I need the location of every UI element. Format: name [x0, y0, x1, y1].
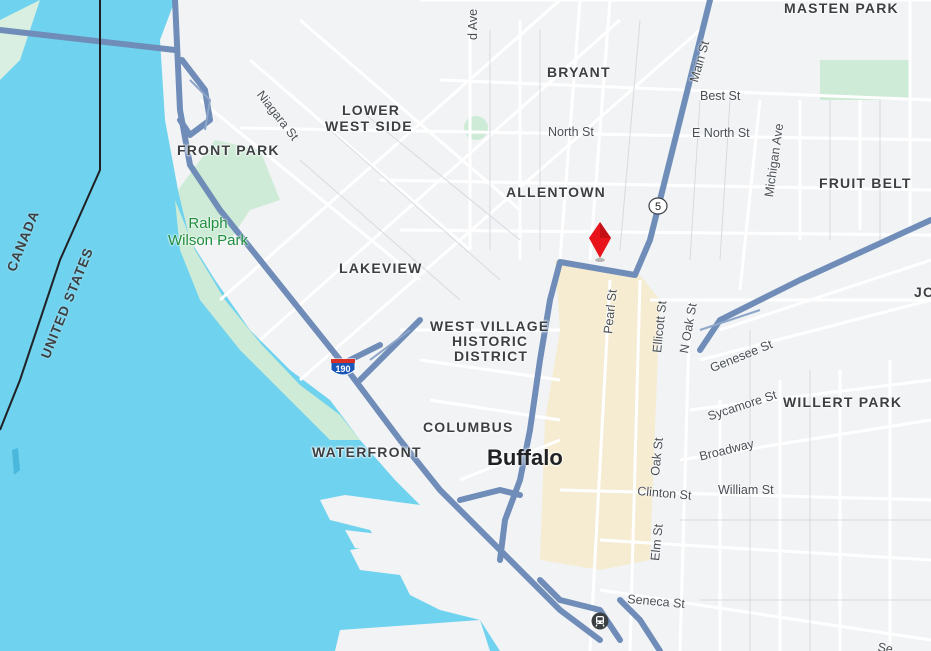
map-marker	[589, 222, 611, 262]
route-shield-icon: 5	[648, 197, 668, 215]
label-lower-west-side-line1: LOWER	[342, 102, 401, 118]
transit-station-icon	[591, 612, 609, 630]
label-columbus: COLUMBUS	[423, 419, 514, 435]
label-street-north: North St	[548, 125, 594, 139]
interstate-190-shield: 190	[330, 358, 356, 383]
label-west-village-line2: HISTORIC	[452, 333, 529, 349]
label-street-william: William St	[718, 483, 774, 497]
park-label-line1: Ralph	[188, 215, 228, 232]
label-ralph-wilson-park: Ralph Wilson Park	[168, 215, 248, 249]
minor-roads	[199, 0, 931, 651]
interstate-shield-icon: 190	[330, 358, 356, 376]
svg-text:5: 5	[655, 201, 661, 213]
label-jo: JO	[914, 284, 931, 300]
label-willert-park: WILLERT PARK	[783, 394, 903, 410]
label-west-village-line3: DISTRICT	[454, 348, 529, 364]
label-street-e-north: E North St	[692, 126, 750, 140]
label-city-buffalo: Buffalo	[487, 445, 563, 470]
lake-erie-water	[0, 0, 500, 651]
svg-text:190: 190	[335, 364, 350, 374]
front-park-area	[178, 140, 280, 240]
label-waterfront: WATERFRONT	[312, 444, 422, 460]
label-street-best: Best St	[700, 89, 741, 103]
label-allentown: ALLENTOWN	[506, 184, 606, 200]
ramps	[189, 79, 761, 361]
label-street-se: Se	[876, 640, 895, 651]
label-west-village-line1: WEST VILLAGE	[430, 318, 550, 334]
label-front-park: FRONT PARK	[177, 142, 280, 158]
label-street-d-ave: d Ave	[466, 8, 480, 40]
train-icon[interactable]	[591, 612, 609, 635]
label-lower-west-side-line2: WEST SIDE	[325, 118, 413, 134]
label-lakeview: LAKEVIEW	[339, 260, 423, 276]
route-5-shield: 5	[648, 197, 668, 220]
label-fruit-belt: FRUIT BELT	[819, 175, 912, 191]
label-masten-park: MASTEN PARK	[784, 0, 899, 16]
park-label-line2: Wilson Park	[168, 232, 249, 249]
label-bryant: BRYANT	[547, 64, 611, 80]
international-border	[0, 0, 101, 431]
location-pin-icon[interactable]	[587, 220, 613, 269]
